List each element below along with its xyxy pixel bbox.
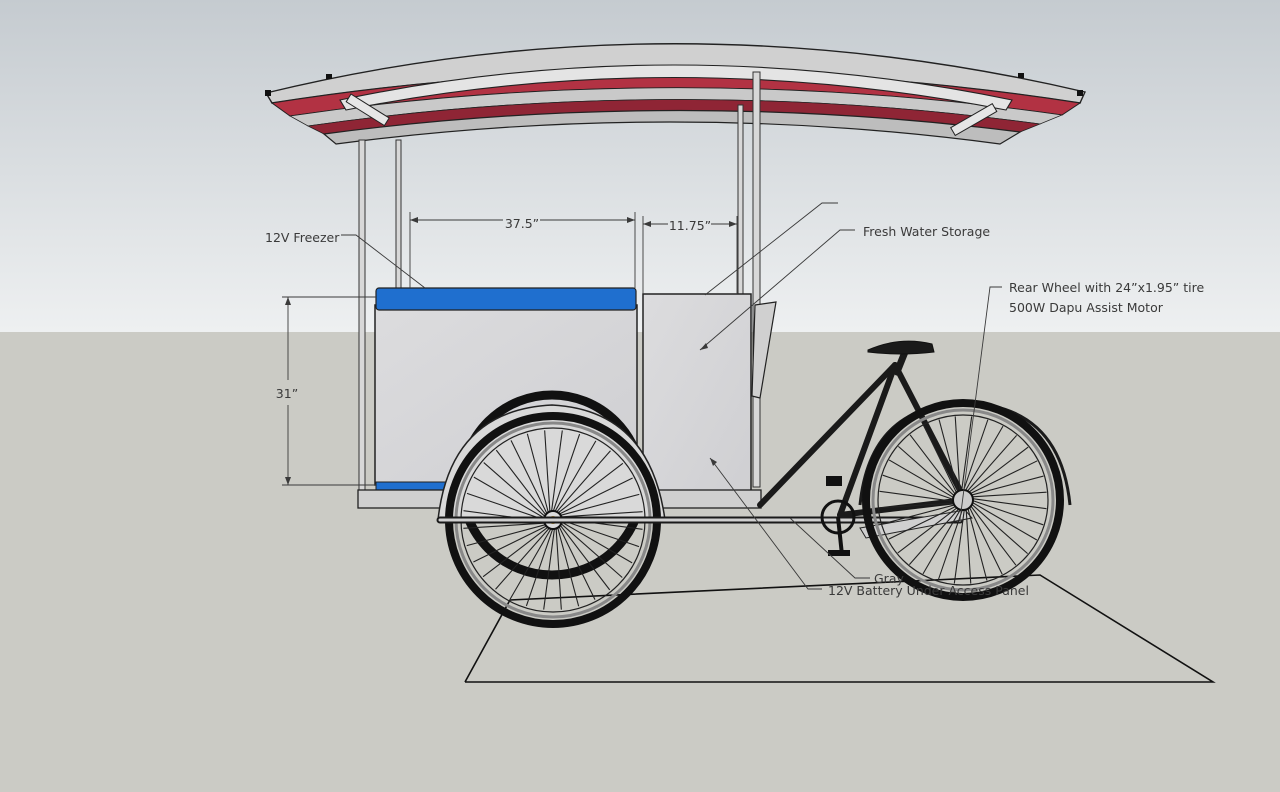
wheel-spoke <box>557 462 624 514</box>
wheel-spoke <box>558 477 633 515</box>
ground-outline <box>464 574 1216 683</box>
leader-lines <box>341 202 1002 590</box>
tank-width-label: 11.75” <box>669 218 711 233</box>
wheel-spoke <box>968 505 1003 575</box>
battery-label: 12V Battery Under Access Panel <box>828 583 1029 598</box>
chain-guard <box>859 509 973 539</box>
wheel-spoke <box>560 521 633 564</box>
water-label: Fresh Water Storage <box>863 224 990 239</box>
wheel-spoke <box>543 527 556 610</box>
wheel-spoke <box>550 430 563 513</box>
wheel-spoke <box>552 433 581 513</box>
wheel-spoke <box>473 525 548 563</box>
gray-label: Gray <box>874 571 904 586</box>
wheel-spoke <box>954 416 961 493</box>
dimension-height: 31” <box>276 296 376 486</box>
wheel-spoke <box>897 445 956 498</box>
wheel-spoke <box>556 526 580 607</box>
wheel-spoke <box>526 433 550 514</box>
dimension-tank-width: 11.75” <box>642 216 738 294</box>
wheel-spoke <box>882 474 956 501</box>
wheel-spoke <box>968 460 1038 495</box>
water-tank <box>642 293 752 495</box>
freezer-width-label: 37.5” <box>505 216 539 231</box>
wheel-spoke <box>495 449 547 516</box>
height-label: 31” <box>276 386 298 401</box>
wheel-spoke <box>510 440 548 515</box>
wheel-spoke <box>560 511 643 518</box>
wheel-spoke <box>970 499 1044 526</box>
wheel-spoke <box>967 446 1029 494</box>
wheel-spoke <box>495 527 551 590</box>
wheel-spoke <box>509 527 552 600</box>
freezer-lid <box>375 287 637 311</box>
wheel-spoke <box>966 506 988 581</box>
wheel-spoke <box>554 440 597 513</box>
wheel-spoke <box>879 502 956 509</box>
wheel-spoke <box>473 476 546 519</box>
wheel-spoke <box>937 507 964 581</box>
wheel-spoke <box>882 503 957 525</box>
wheel-spoke <box>909 434 957 496</box>
wheel-spoke <box>969 504 1017 566</box>
wheel-spoke <box>879 490 956 503</box>
canopy <box>264 43 1086 145</box>
wheel-spoke <box>466 492 546 521</box>
wheel-spoke <box>482 526 549 578</box>
bike-frame <box>436 348 968 524</box>
wheel-spoke <box>888 505 958 540</box>
wheel-spoke <box>559 524 611 591</box>
handle-post <box>751 301 777 399</box>
wheel-spoke <box>970 491 1047 498</box>
wheel-spoke <box>888 459 956 499</box>
wheel-spoke <box>964 425 1004 493</box>
wheel-spoke <box>555 450 611 513</box>
wheel-spoke <box>965 434 1018 493</box>
wheel-spoke <box>560 519 640 548</box>
wheel-spoke <box>463 522 546 529</box>
wheel-spoke <box>897 506 959 554</box>
wheel-spoke <box>923 425 958 495</box>
wheel-spoke <box>559 493 640 517</box>
wheel-spoke <box>525 527 554 607</box>
wheel-spoke <box>960 416 973 493</box>
rear-wheel <box>862 399 1064 601</box>
wheel-spoke <box>922 507 962 575</box>
wheel-spoke <box>970 502 1029 555</box>
wheel-spoke <box>560 522 623 578</box>
wheel-spoke <box>466 523 547 547</box>
wheel-spoke <box>962 419 989 493</box>
wheel-spoke <box>938 419 960 494</box>
wheel-spoke <box>965 507 972 584</box>
saddle <box>867 340 935 355</box>
wheel-spoke <box>908 507 961 566</box>
freezer-label: 12V Freezer <box>265 230 340 245</box>
wheel-spoke <box>555 527 562 610</box>
motor-label: 500W Dapu Assist Motor <box>1009 300 1164 315</box>
wheel-spoke <box>558 525 596 600</box>
dimension-freezer-width: 37.5” <box>409 212 636 288</box>
crankset <box>820 476 856 556</box>
wheel-spoke <box>544 430 551 513</box>
rear-wheel-label: Rear Wheel with 24”x1.95” tire <box>1009 280 1204 295</box>
wheel-spoke <box>970 501 1038 541</box>
wheel-spoke <box>969 475 1044 497</box>
wheel-spoke <box>970 497 1047 510</box>
wheel-spoke <box>953 507 966 584</box>
wheel-spoke <box>483 462 546 518</box>
